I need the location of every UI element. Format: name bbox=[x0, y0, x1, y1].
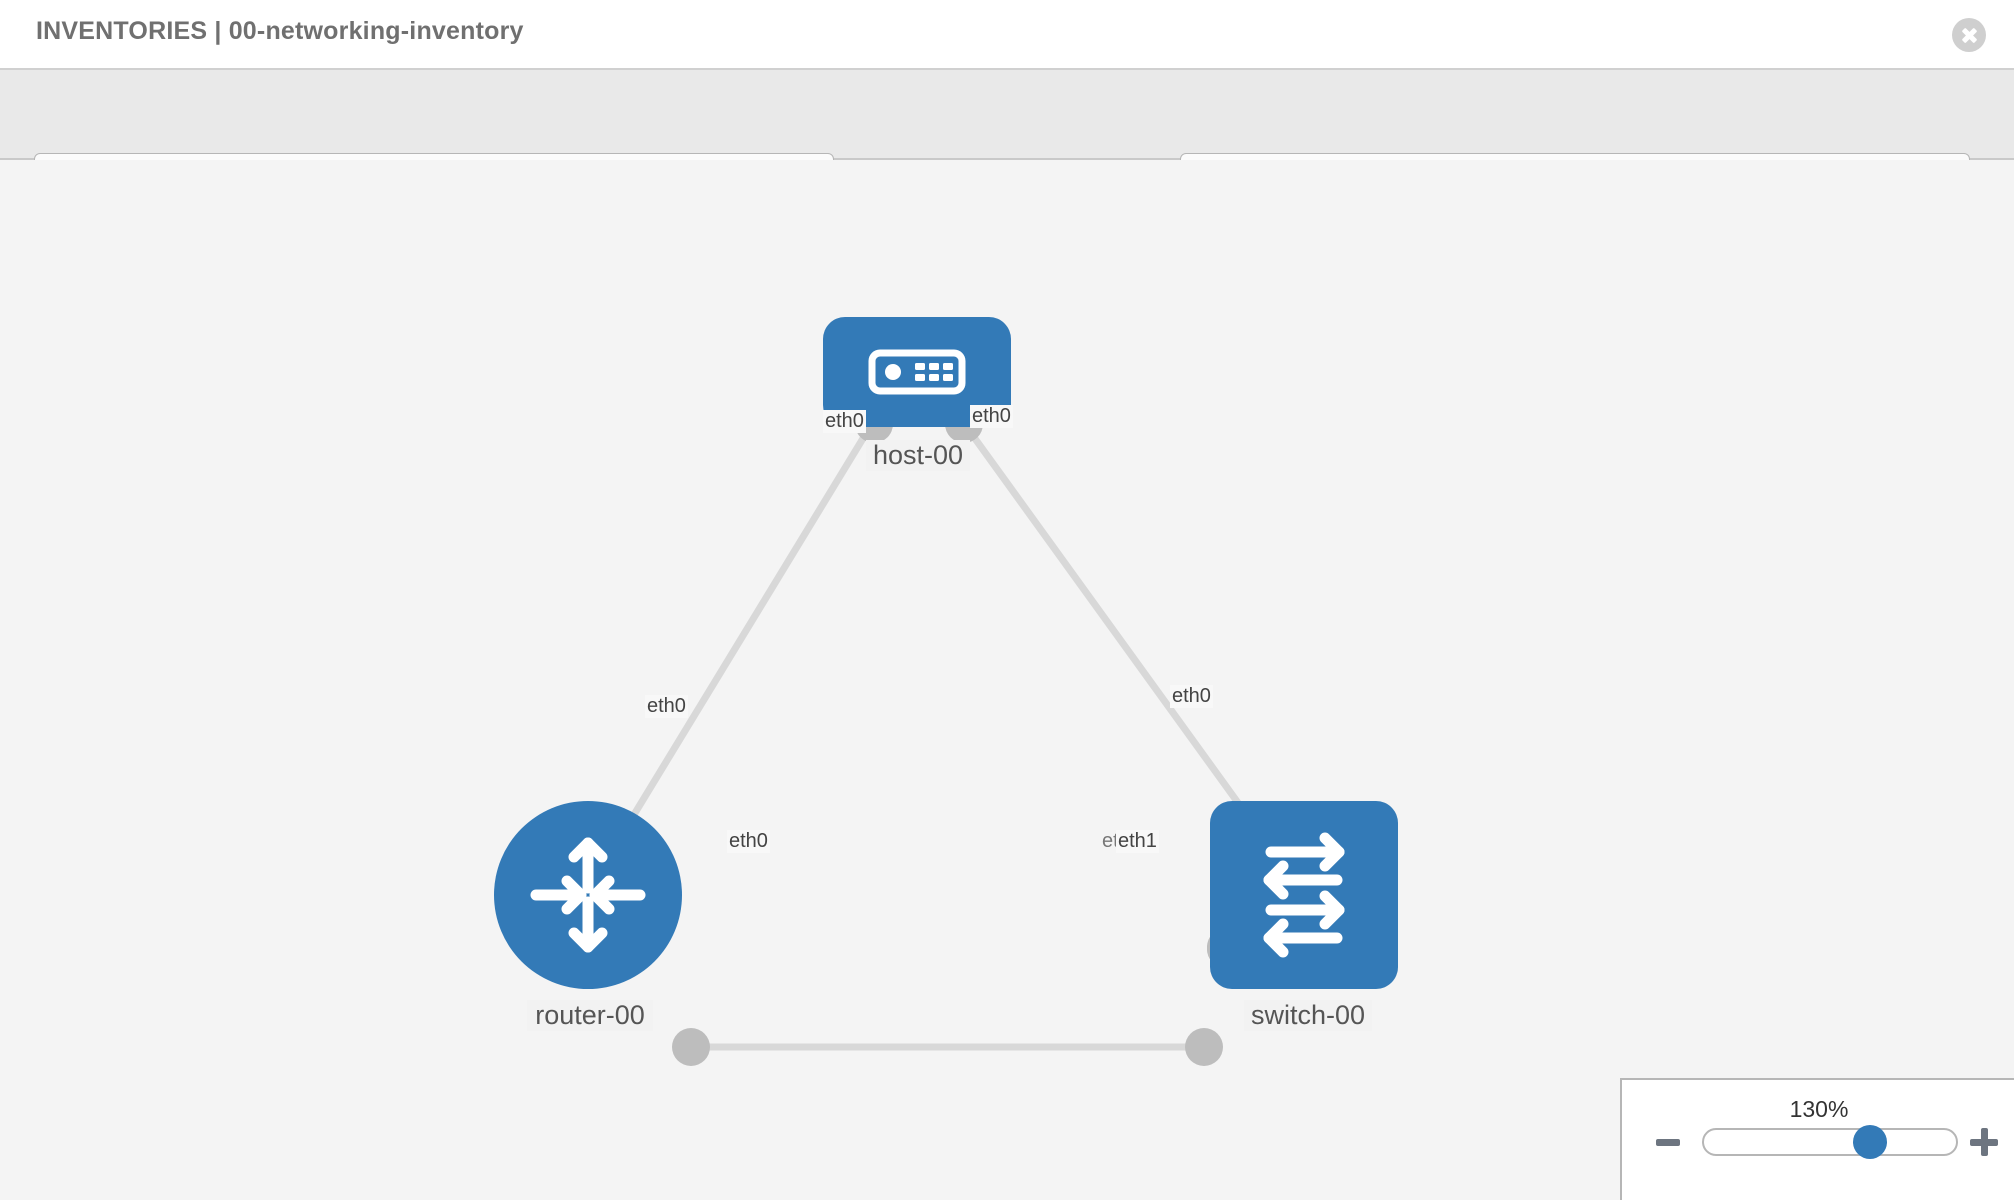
zoom-control-panel: 130% bbox=[1620, 1078, 2014, 1200]
toolbar: ACTIONS SEARCH bbox=[0, 70, 2014, 208]
zoom-level-value: 130% bbox=[1789, 1096, 1849, 1122]
zoom-out-button[interactable] bbox=[1656, 1139, 1680, 1146]
interface-label-router-right: eth0 bbox=[727, 830, 770, 853]
node-label-switch-00: switch-00 bbox=[1244, 1000, 1372, 1031]
topology-edges bbox=[618, 419, 1265, 1051]
switch-arrows-icon bbox=[1263, 832, 1345, 958]
node-label-host-00: host-00 bbox=[866, 440, 970, 471]
node-router-00[interactable] bbox=[494, 801, 682, 989]
page-title: INVENTORIES | 00-networking-inventory bbox=[36, 17, 524, 45]
interface-label-switch-left: eth1 bbox=[1116, 830, 1159, 853]
page-header: INVENTORIES | 00-networking-inventory bbox=[0, 0, 2014, 70]
router-arrows-icon bbox=[530, 837, 646, 953]
connector-switch-left bbox=[1185, 1028, 1223, 1066]
interface-label-host-right: eth0 bbox=[970, 405, 1013, 428]
connector-router-right bbox=[672, 1028, 710, 1066]
interface-label-router-up: eth0 bbox=[645, 695, 688, 718]
edge-host-router bbox=[618, 420, 876, 838]
interface-label-host-left: eth0 bbox=[823, 410, 866, 433]
close-icon[interactable] bbox=[1952, 18, 1986, 52]
interface-label-switch-up: eth0 bbox=[1170, 685, 1213, 708]
node-switch-00[interactable] bbox=[1210, 801, 1398, 989]
node-label-router-00: router-00 bbox=[527, 1000, 653, 1031]
topology-canvas[interactable]: host-00 router-0 bbox=[0, 160, 2014, 1200]
zoom-slider-thumb[interactable] bbox=[1853, 1125, 1887, 1159]
server-device-icon bbox=[868, 349, 966, 395]
edge-host-switch bbox=[960, 419, 1265, 839]
zoom-slider-track[interactable] bbox=[1702, 1128, 1958, 1156]
zoom-in-button[interactable] bbox=[1970, 1128, 1998, 1156]
